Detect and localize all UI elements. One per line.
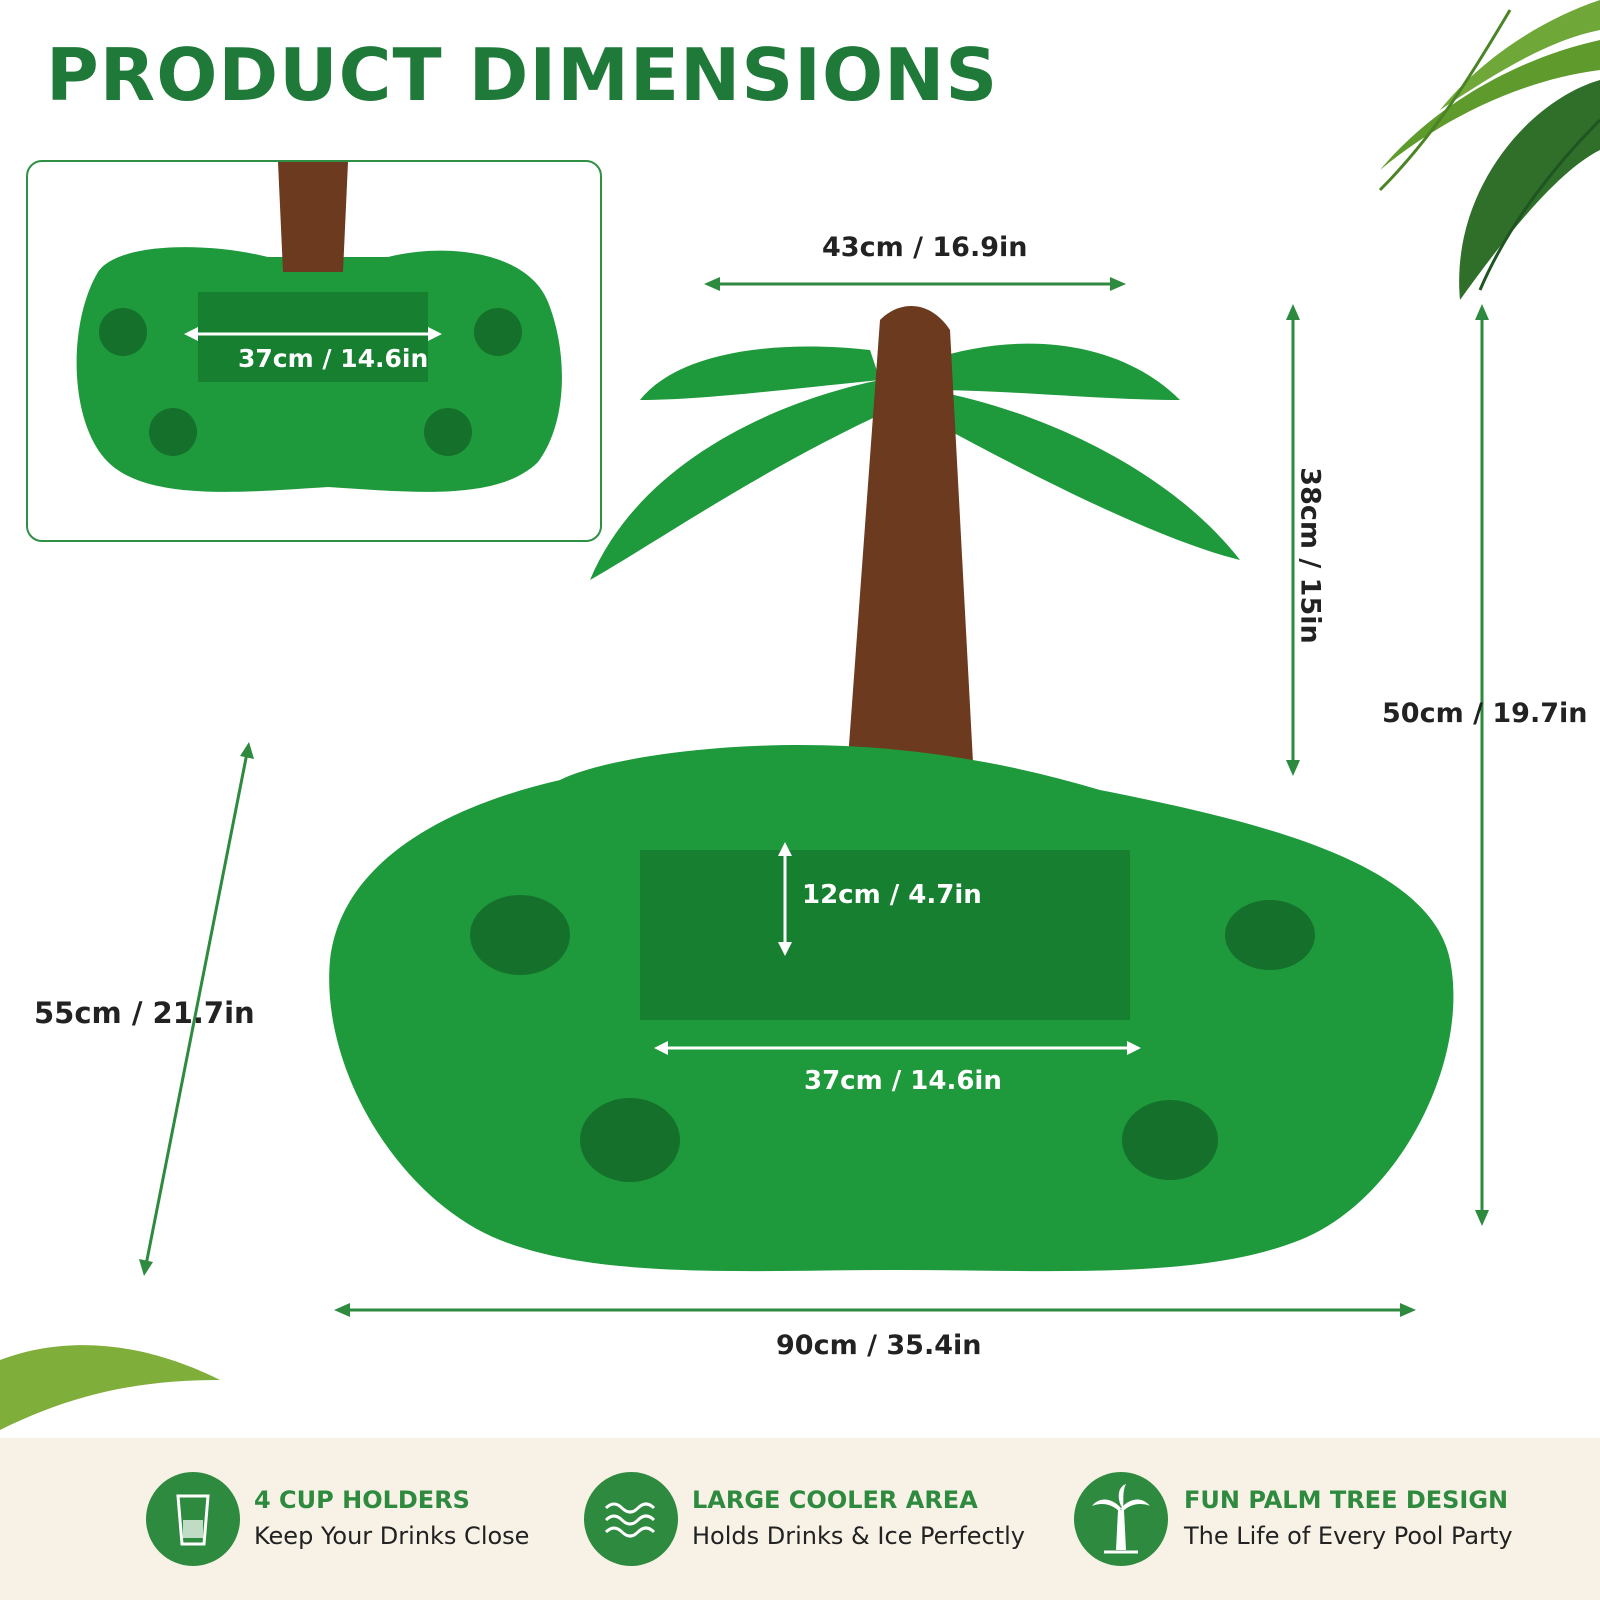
feature-subtitle: Holds Drinks & Ice Perfectly [692, 1522, 1025, 1550]
palm-leaf-decoration-top-right [1378, 0, 1600, 300]
cooler-depth-label: 12cm / 4.7in [802, 880, 982, 910]
feature-palm-design: FUN PALM TREE DESIGN The Life of Every P… [1074, 1438, 1514, 1600]
feature-cooler-area: LARGE COOLER AREA Holds Drinks & Ice Per… [584, 1438, 1025, 1600]
total-height-label: 50cm / 19.7in [1382, 698, 1588, 729]
feature-cup-holders: 4 CUP HOLDERS Keep Your Drinks Close [146, 1438, 566, 1600]
feature-subtitle: Keep Your Drinks Close [254, 1522, 530, 1550]
feature-title: FUN PALM TREE DESIGN [1184, 1486, 1509, 1514]
page-title: PRODUCT DIMENSIONS [46, 33, 999, 117]
inset-width-label: 37cm / 14.6in [238, 344, 429, 373]
total-width-label: 90cm / 35.4in [776, 1330, 982, 1361]
float-top-view-image [76, 162, 562, 492]
cup-icon [146, 1472, 240, 1566]
tree-height-label: 38cm / 15in [1294, 467, 1326, 644]
features-bar: 4 CUP HOLDERS Keep Your Drinks Close LAR… [0, 1438, 1600, 1600]
top-view-inset: 37cm / 14.6in [26, 160, 602, 542]
palm-tree-icon [1074, 1472, 1168, 1566]
feature-subtitle: The Life of Every Pool Party [1184, 1522, 1513, 1550]
cooler-width-label: 37cm / 14.6in [804, 1066, 1002, 1096]
waves-icon [584, 1472, 678, 1566]
feature-title: LARGE COOLER AREA [692, 1486, 978, 1514]
depth-label: 55cm / 21.7in [34, 996, 255, 1030]
feature-title: 4 CUP HOLDERS [254, 1486, 470, 1514]
frond-width-label: 43cm / 16.9in [822, 232, 1028, 263]
